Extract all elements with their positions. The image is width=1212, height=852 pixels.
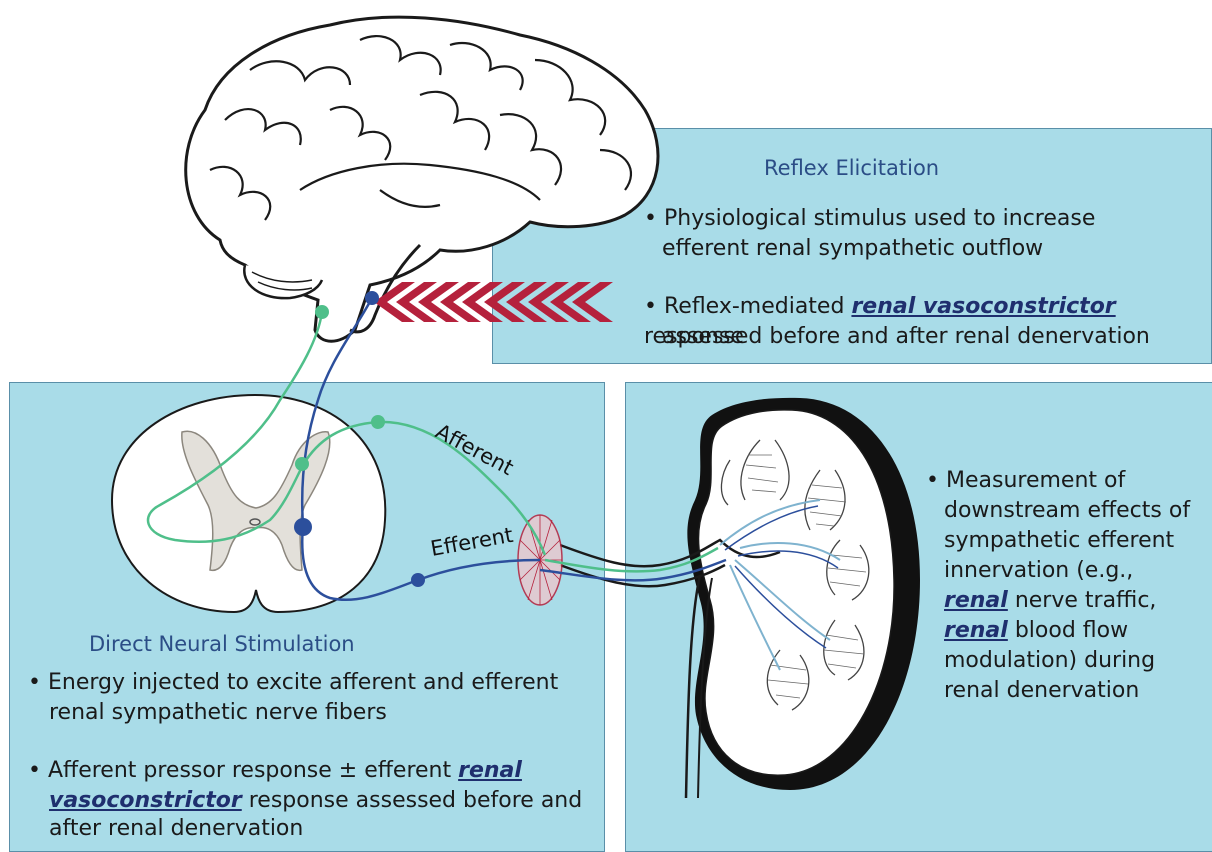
measure-l5: renal nerve traffic, <box>944 586 1156 616</box>
efferent-label: Efferent <box>429 523 515 561</box>
direct-bullet-1: • Energy injected to excite afferent and… <box>28 668 558 698</box>
measure-l4: innervation (e.g., <box>944 556 1133 586</box>
reflex-b2-em: renal vasoconstrictor <box>851 294 1115 319</box>
direct-heading: Direct Neural Stimulation <box>89 632 355 656</box>
direct-b2-em2: vasoconstrictor <box>49 788 242 813</box>
reflex-b2-l2: assessed before and after renal denervat… <box>662 322 1150 352</box>
kidney-illustration <box>560 398 920 798</box>
direct-bullet-2-line2: vasoconstrictor response assessed before… <box>49 786 582 816</box>
measure-l3: sympathetic efferent <box>944 526 1174 556</box>
measure-l6-post: blood flow <box>1008 618 1128 643</box>
direct-b2-post: response assessed before and <box>242 788 582 813</box>
measure-l5-post: nerve traffic, <box>1008 588 1157 613</box>
red-chevron-arrows <box>374 282 613 322</box>
measure-l6: renal blood flow <box>944 616 1128 646</box>
measure-bullet: • Measurement of <box>926 466 1125 496</box>
direct-bullet-2: • Afferent pressor response ± efferent r… <box>28 756 522 786</box>
reflex-b1-l2: efferent renal sympathetic outflow <box>662 234 1043 264</box>
bullet-dot: • <box>28 670 48 695</box>
direct-b1-l2: renal sympathetic nerve fibers <box>49 698 387 728</box>
spinal-cord-cross-section <box>112 395 385 612</box>
measure-l5-em: renal <box>944 588 1008 613</box>
reflex-heading: Reflex Elicitation <box>764 156 939 180</box>
reflex-bullet-1: • Physiological stimulus used to increas… <box>644 204 1095 234</box>
bullet-dot: • <box>28 758 48 783</box>
measure-l1: Measurement of <box>946 468 1125 493</box>
direct-b2-em1: renal <box>458 758 522 783</box>
measure-l7: modulation) during <box>944 646 1155 676</box>
bullet-dot: • <box>644 206 664 231</box>
measure-l8: renal denervation <box>944 676 1139 706</box>
afferent-label: Afferent <box>432 419 518 480</box>
direct-b1-l1: Energy injected to excite afferent and e… <box>48 670 558 695</box>
measure-l2: downstream effects of <box>944 496 1190 526</box>
reflex-b2-pre: Reflex-mediated <box>664 294 851 319</box>
reflex-b1-l1: Physiological stimulus used to increase <box>664 206 1095 231</box>
measure-l6-em: renal <box>944 618 1008 643</box>
bullet-dot: • <box>644 294 664 319</box>
direct-b2-l3: after renal denervation <box>49 814 303 844</box>
bullet-dot: • <box>926 468 946 493</box>
direct-b2-pre: Afferent pressor response ± efferent <box>48 758 458 783</box>
